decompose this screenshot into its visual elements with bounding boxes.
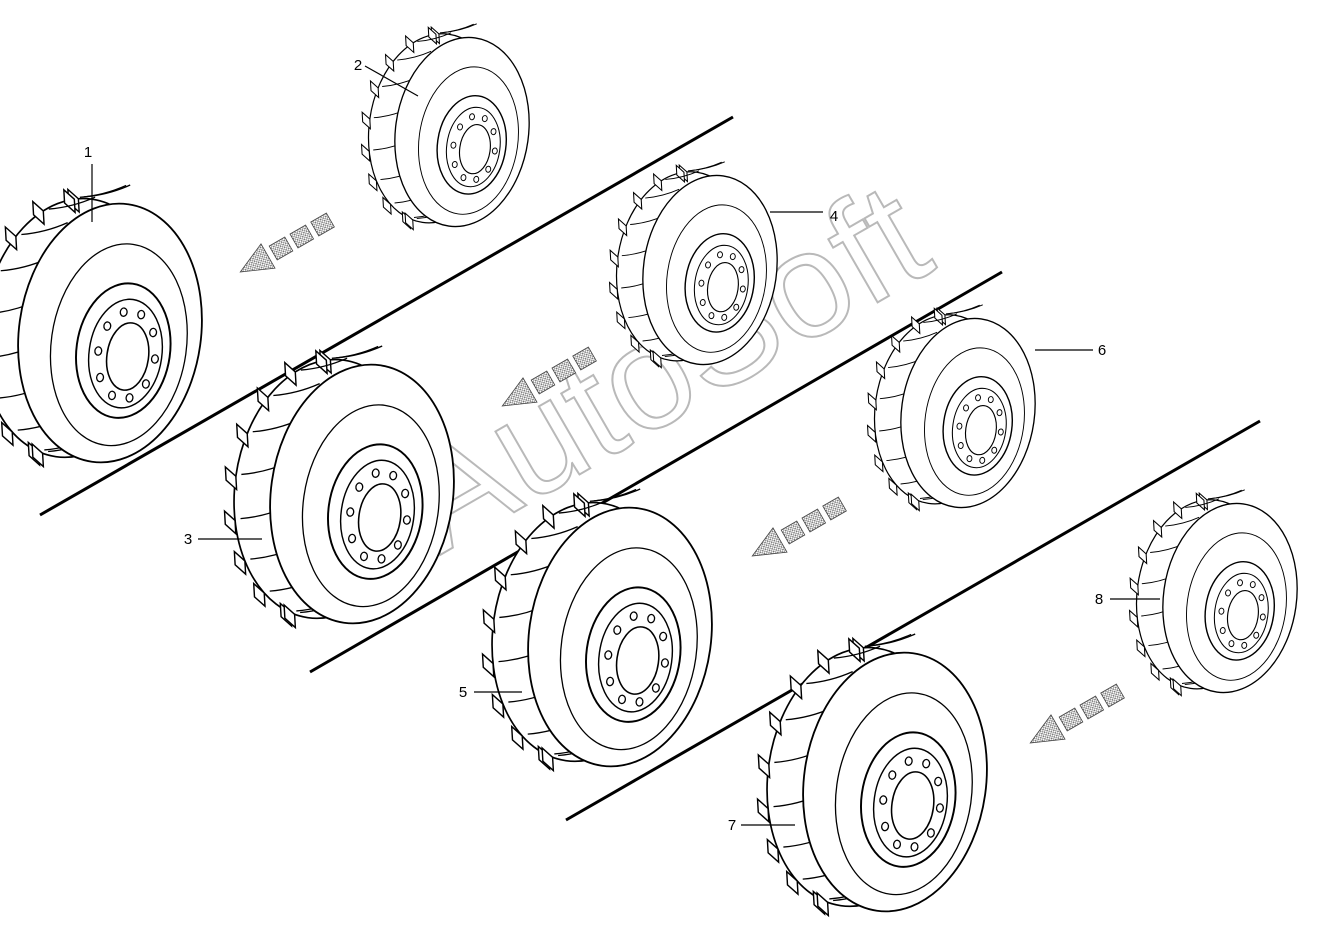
direction-arrow-3	[751, 496, 847, 557]
callouts: 1 2 3 4 5 6 7 8	[84, 57, 1160, 834]
callout-label: 5	[459, 684, 467, 701]
callout-label: 3	[184, 531, 192, 548]
tire-3	[223, 345, 455, 630]
callout-label: 8	[1095, 591, 1103, 608]
callout-label: 6	[1098, 342, 1106, 359]
callout-label: 2	[354, 57, 362, 74]
callout-8: 8	[1095, 591, 1160, 608]
divider-line-3	[565, 419, 1261, 822]
tire-6	[866, 304, 1036, 512]
tire-7	[756, 633, 988, 918]
callout-1: 1	[84, 144, 93, 222]
callout-5: 5	[459, 684, 522, 701]
direction-arrow-2	[501, 346, 597, 407]
tire-8	[1128, 489, 1298, 697]
callout-label: 7	[728, 817, 736, 834]
callout-label: 4	[830, 208, 838, 225]
tire-4	[608, 161, 778, 369]
callout-4: 4	[770, 208, 838, 225]
divider-line-1	[39, 115, 734, 517]
tire-1	[0, 184, 203, 469]
tires	[0, 23, 1298, 918]
direction-arrow-1	[239, 212, 335, 273]
tire-2	[360, 23, 530, 231]
callout-2: 2	[354, 57, 419, 97]
callout-6: 6	[1035, 342, 1106, 359]
divider-line-2	[309, 270, 1003, 674]
callout-label: 1	[84, 144, 92, 161]
direction-arrows	[239, 212, 1125, 744]
callout-3: 3	[184, 531, 262, 548]
callout-7: 7	[728, 817, 795, 834]
direction-arrow-4	[1029, 683, 1125, 744]
leader-line	[364, 65, 419, 97]
tire-5	[481, 488, 713, 773]
